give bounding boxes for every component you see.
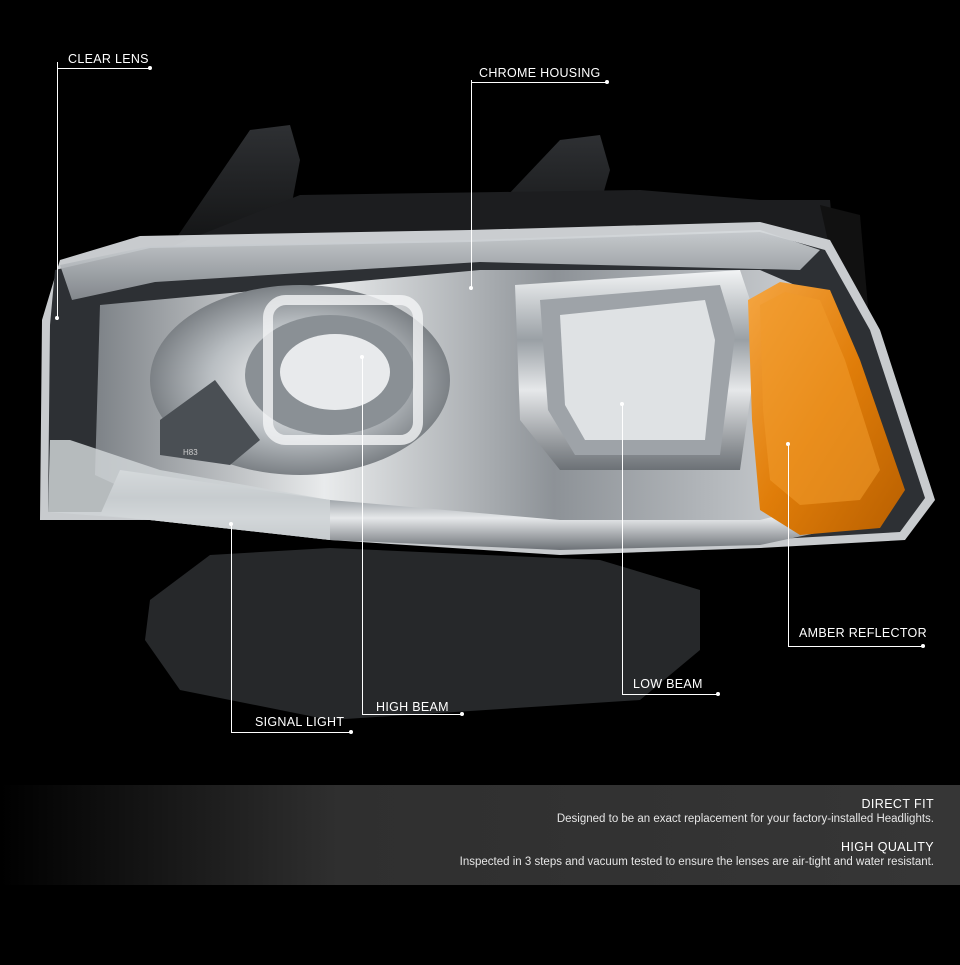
feature-title-high-quality: HIGH QUALITY	[840, 840, 934, 854]
label-chrome-housing: CHROME HOUSING	[479, 66, 601, 80]
amber-reflector-leader-v	[788, 445, 789, 647]
lower-base	[145, 548, 700, 720]
clear-lens-leader-v	[57, 62, 58, 320]
chrome-housing-leader-v	[471, 80, 472, 290]
low-beam-leader-v	[622, 405, 623, 695]
chrome-housing-leader-h	[471, 82, 607, 83]
feature-desc-high-quality: Inspected in 3 steps and vacuum tested t…	[459, 856, 934, 868]
low-beam-dot	[716, 692, 720, 696]
signal-light-leader-h	[231, 732, 351, 733]
amber-reflector-leader-h	[788, 646, 923, 647]
signal-light-leader-v	[231, 525, 232, 733]
signal-light-dot	[349, 730, 353, 734]
high-beam-dot	[460, 712, 464, 716]
clear-lens-point	[55, 316, 59, 320]
clear-lens-leader-h	[57, 68, 149, 69]
label-high-beam: HIGH BEAM	[376, 700, 449, 714]
bulb-marking: H83	[183, 448, 198, 457]
label-low-beam: LOW BEAM	[633, 677, 703, 691]
amber-reflector-point	[786, 442, 790, 446]
low-beam-point	[620, 402, 624, 406]
clear-lens-dot	[148, 66, 152, 70]
amber-reflector-dot	[921, 644, 925, 648]
high-beam-leader-h	[362, 714, 462, 715]
label-amber-reflector: AMBER REFLECTOR	[799, 626, 927, 640]
low-beam-leader-h	[622, 694, 718, 695]
feature-title-direct-fit: DIRECT FIT	[861, 797, 934, 811]
high-beam-leader-v	[362, 358, 363, 715]
feature-desc-direct-fit: Designed to be an exact replacement for …	[556, 813, 934, 825]
chrome-housing-dot	[605, 80, 609, 84]
signal-light-point	[229, 522, 233, 526]
label-clear-lens: CLEAR LENS	[68, 52, 149, 66]
feature-info-band: DIRECT FIT Designed to be an exact repla…	[0, 785, 960, 885]
label-signal-light: SIGNAL LIGHT	[255, 715, 345, 729]
chrome-housing-point	[469, 286, 473, 290]
high-beam-point	[360, 355, 364, 359]
chrome-interior: H83	[48, 270, 860, 550]
